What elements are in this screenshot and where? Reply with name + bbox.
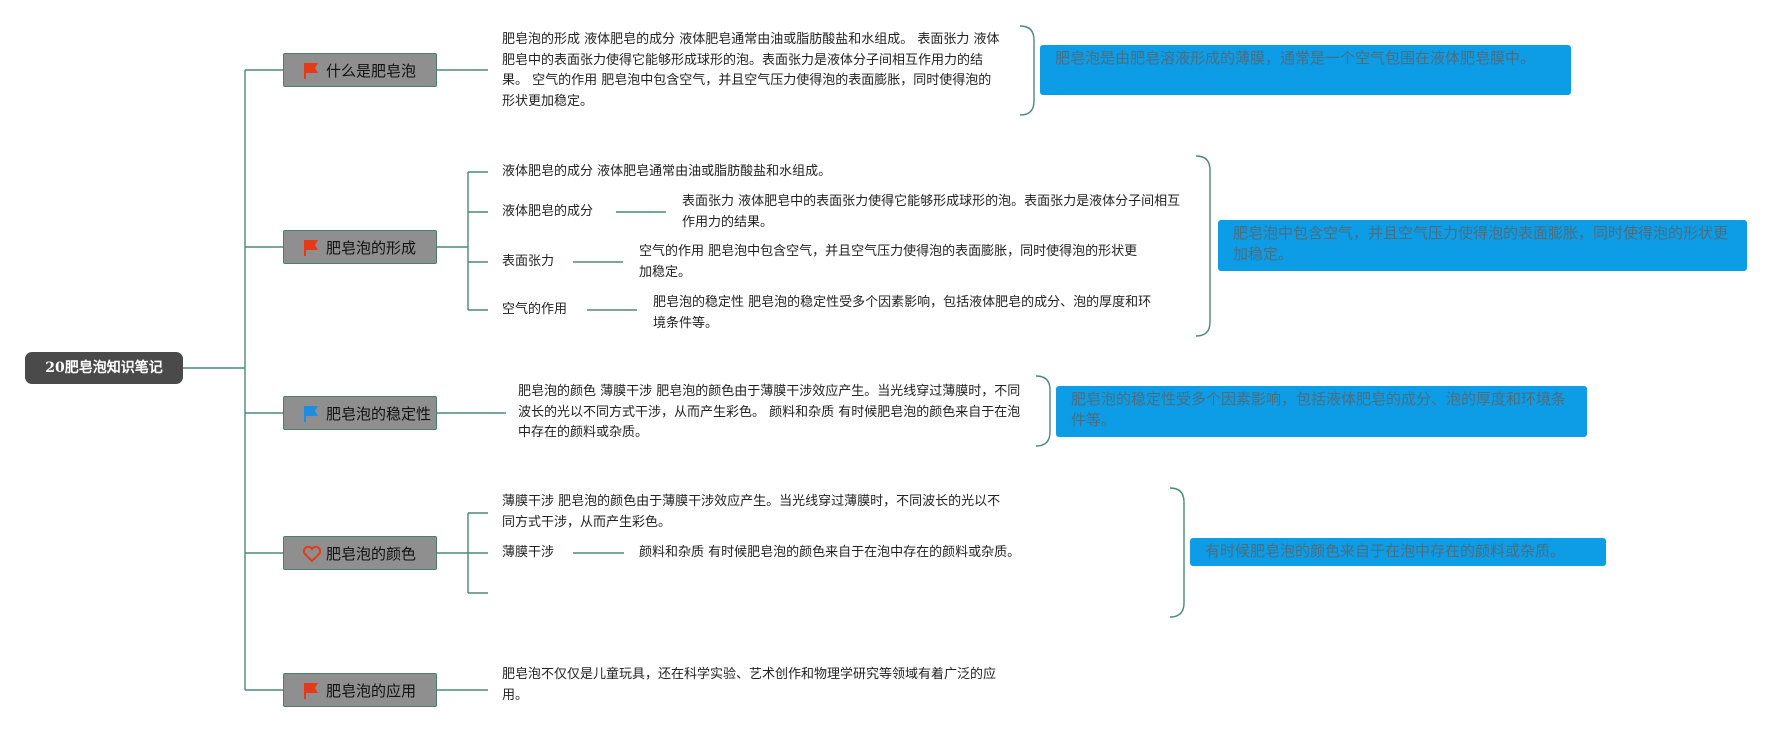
- topic-note-text: 肥皂泡的形成 液体肥皂的成分 液体肥皂通常由油或脂肪酸盐和水组成。 表面张力 液…: [502, 32, 1000, 109]
- topic-note-text: 肥皂泡不仅仅是儿童玩具，还在科学实验、艺术创作和物理学研究等领域有着广泛的应用。: [502, 667, 997, 703]
- topic-label: 什么是肥皂泡: [326, 62, 417, 80]
- red-flag-icon: [302, 62, 322, 80]
- topic-bubble-formation[interactable]: 肥皂泡的形成: [283, 230, 437, 264]
- summary-brace-2: [1195, 155, 1211, 337]
- subtopic-detail-stability: 肥皂泡的稳定性 肥皂泡的稳定性受多个因素影响，包括液体肥皂的成分、泡的厚度和环境…: [653, 295, 1152, 331]
- summary-box[interactable]: 有时候肥皂泡的颜色来自于在泡中存在的颜料或杂质。: [1190, 538, 1606, 566]
- subtopic-liquid-soap-composition[interactable]: 液体肥皂的成分: [502, 204, 594, 219]
- summary-brace-1: [1019, 25, 1035, 116]
- blue-flag-icon: [302, 405, 322, 423]
- topic-bubble-stability[interactable]: 肥皂泡的稳定性: [283, 396, 437, 430]
- subtopic-detail-surface-tension: 表面张力 液体肥皂中的表面张力使得它能够形成球形的泡。表面张力是液体分子间相互作…: [682, 194, 1181, 230]
- summary-box[interactable]: 肥皂泡的稳定性受多个因素影响，包括液体肥皂的成分、泡的厚度和环境条件等。: [1056, 386, 1587, 437]
- red-flag-icon: [302, 682, 322, 700]
- root-topic[interactable]: 20肥皂泡知识笔记: [25, 352, 183, 384]
- subtopic-air-role[interactable]: 空气的作用: [502, 302, 568, 317]
- topic-label: 肥皂泡的颜色: [326, 545, 417, 563]
- topic-label: 肥皂泡的稳定性: [326, 405, 432, 423]
- red-flag-icon: [302, 239, 322, 257]
- subtopic-detail-pigments-impurities: 颜料和杂质 有时候肥皂泡的颜色来自于在泡中存在的颜料或杂质。: [639, 545, 1021, 560]
- summary-brace-4: [1169, 487, 1185, 618]
- connector-root: [183, 69, 283, 691]
- connector-topic-4: [437, 512, 624, 594]
- subtopic-detail-air-role: 空气的作用 肥皂泡中包含空气，并且空气压力使得泡的表面膨胀，同时使得泡的形状更加…: [639, 244, 1138, 280]
- topic-what-is-soap-bubble[interactable]: 什么是肥皂泡: [283, 53, 437, 87]
- topic-bubble-applications[interactable]: 肥皂泡的应用: [283, 673, 437, 707]
- subtopic-thin-film-interference[interactable]: 薄膜干涉: [502, 545, 555, 560]
- summary-box[interactable]: 肥皂泡中包含空气，并且空气压力使得泡的表面膨胀，同时使得泡的形状更加稳定。: [1218, 220, 1747, 271]
- topic-label: 肥皂泡的应用: [326, 682, 417, 700]
- topic-bubble-color[interactable]: 肥皂泡的颜色: [283, 536, 437, 570]
- topic-label: 肥皂泡的形成: [326, 239, 417, 257]
- subtopic-thin-film-interference-note[interactable]: 薄膜干涉 肥皂泡的颜色由于薄膜干涉效应产生。当光线穿过薄膜时，不同波长的光以不同…: [502, 494, 1001, 530]
- connector-group: [183, 25, 1211, 691]
- connector-topic-2: [437, 171, 666, 311]
- subtopic-surface-tension[interactable]: 表面张力: [502, 254, 555, 269]
- subtopic-liquid-soap-composition-note[interactable]: 液体肥皂的成分 液体肥皂通常由油或脂肪酸盐和水组成。: [502, 164, 832, 179]
- topic-note-text: 肥皂泡的颜色 薄膜干涉 肥皂泡的颜色由于薄膜干涉效应产生。当光线穿过薄膜时，不同…: [518, 384, 1021, 440]
- heart-icon: [302, 545, 322, 563]
- summary-box[interactable]: 肥皂泡是由肥皂溶液形成的薄膜，通常是一个空气包围在液体肥皂膜中。: [1040, 45, 1571, 95]
- summary-brace-3: [1035, 375, 1051, 447]
